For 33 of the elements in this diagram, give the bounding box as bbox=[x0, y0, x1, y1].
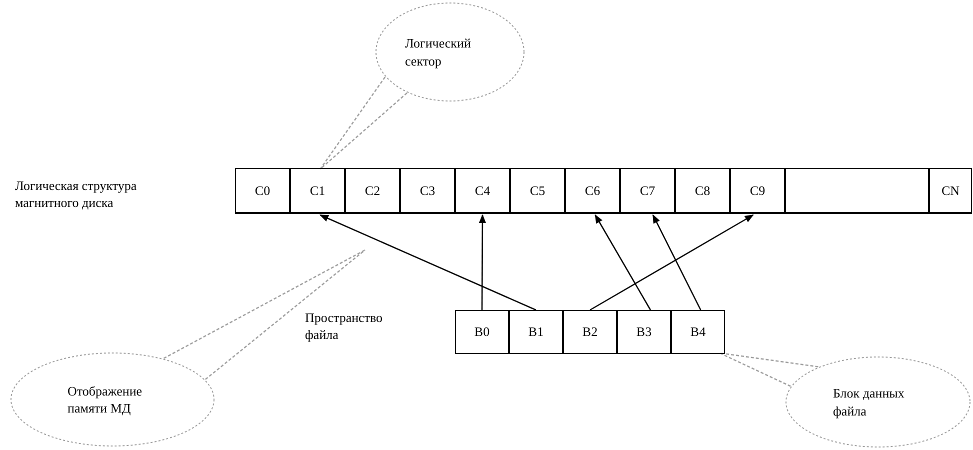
sector-cell: C8 bbox=[675, 168, 730, 214]
block-cell: B2 bbox=[563, 310, 617, 354]
block-cell: B0 bbox=[455, 310, 509, 354]
arrow bbox=[319, 214, 536, 311]
sector-cell: C9 bbox=[730, 168, 785, 214]
sector-cell: C0 bbox=[235, 168, 290, 214]
callout-bubble bbox=[375, 2, 525, 102]
sector-cell: CN bbox=[929, 168, 972, 214]
arrow bbox=[478, 214, 486, 310]
sector-cell: C5 bbox=[510, 168, 565, 214]
sector-cell: C6 bbox=[565, 168, 620, 214]
callout-text: Логический сектор bbox=[405, 34, 472, 70]
empty-cell bbox=[785, 168, 929, 214]
callout-bubble bbox=[10, 352, 215, 447]
callout-text: Отображение памяти МД bbox=[68, 382, 144, 418]
diagram-label: Пространство файла bbox=[305, 310, 384, 344]
diagram-label: Логическая структура магнитного диска bbox=[15, 178, 138, 212]
callout-text: Блок данных файла bbox=[833, 384, 906, 420]
block-cell: B4 bbox=[671, 310, 725, 354]
callout-bubble bbox=[785, 356, 971, 448]
sector-cell: C3 bbox=[400, 168, 455, 214]
arrow bbox=[652, 214, 702, 310]
leader-line bbox=[718, 352, 819, 387]
sector-cell: C4 bbox=[455, 168, 510, 214]
block-cell: B1 bbox=[509, 310, 563, 354]
leader-line bbox=[163, 249, 366, 380]
arrow bbox=[594, 214, 652, 310]
sector-cell: C1 bbox=[290, 168, 345, 214]
leader-line bbox=[320, 76, 408, 170]
sector-cell: C2 bbox=[345, 168, 400, 214]
arrow bbox=[590, 214, 754, 311]
sector-cell: C7 bbox=[620, 168, 675, 214]
block-cell: B3 bbox=[617, 310, 671, 354]
